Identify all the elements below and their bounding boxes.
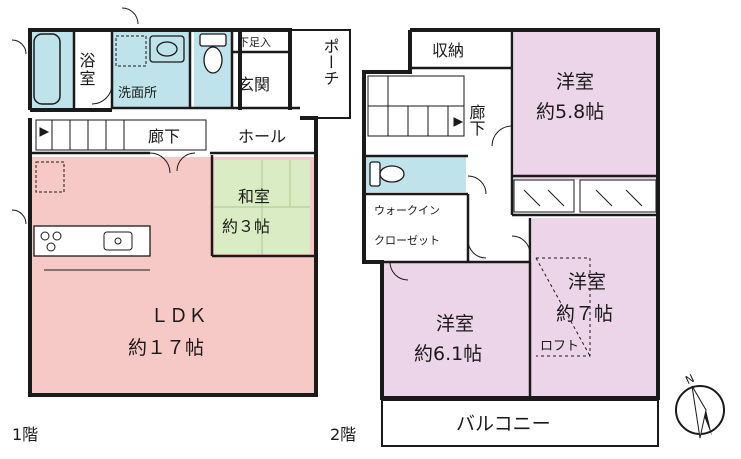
storage-label: 収納 <box>432 41 464 60</box>
floor2-inner-walls <box>364 30 658 398</box>
closet-doors <box>513 179 657 213</box>
hall-label: ホール <box>238 127 286 146</box>
western-a-fill <box>514 30 658 180</box>
western-b-fill <box>384 262 532 397</box>
kitchen-counter <box>33 225 151 271</box>
floor-2: 収納 廊下 洋室 約5.8帖 ウォークイン クローゼット 洋室 約6.1帖 洋室… <box>330 28 660 447</box>
porch <box>290 29 351 119</box>
western-a-name-label: 洋室 <box>556 71 594 93</box>
loft-outline <box>535 257 591 357</box>
compass-north-icon: N <box>675 372 725 439</box>
walkin-line1-label: ウォークイン <box>374 204 440 217</box>
loft-label: ロフト <box>540 339 579 354</box>
doors-1f <box>11 7 196 225</box>
balcony-outline <box>381 399 659 447</box>
bath-label: 浴室 <box>77 52 96 88</box>
stairs-2f <box>367 75 465 137</box>
doors-2f <box>389 125 531 281</box>
western-a-size-label: 約5.8帖 <box>536 101 604 123</box>
western-b-name-label: 洋室 <box>436 313 474 335</box>
tatami-lines <box>214 160 310 254</box>
western-c-size-label: 約７帖 <box>556 303 613 325</box>
washroom-label: 洗面所 <box>118 86 157 101</box>
ldk-size-label: 約１７帖 <box>128 337 204 359</box>
compass-north-label: N <box>683 372 696 387</box>
western-b-size-label: 約6.1帖 <box>414 343 482 365</box>
corridor-1f-label: 廊下 <box>148 127 180 146</box>
floor1-inner-walls <box>30 30 316 258</box>
ldk-name-label: ＬＤＫ <box>150 305 207 327</box>
fridge-space <box>35 161 65 193</box>
porch-label: ポーチ <box>321 38 340 86</box>
bathtub-icon <box>33 33 61 105</box>
western-c-name-label: 洋室 <box>568 271 606 293</box>
corridor-2f-label: 廊下 <box>467 104 486 136</box>
walkin-line2-label: クローゼット <box>374 234 440 247</box>
washitsu-name-label: 和室 <box>238 187 270 206</box>
floor1-level-label: 1階 <box>12 425 38 444</box>
washitsu-size-label: 約３帖 <box>222 217 270 236</box>
balcony-label: バルコニー <box>456 413 551 435</box>
washroom-fill <box>112 30 190 108</box>
stairs-1f <box>35 119 207 151</box>
entrance-label: 玄関 <box>238 75 270 94</box>
washbasin-icon <box>149 35 185 63</box>
shoe-storage-label: 下足入 <box>238 36 271 49</box>
floor2-level-label: 2階 <box>330 425 356 444</box>
toilet-2f-icon <box>369 161 405 187</box>
western-c-fill <box>532 218 658 398</box>
washer-icon <box>115 35 147 67</box>
sink-icon <box>103 231 133 251</box>
stove-icon <box>40 231 62 252</box>
toilet-icon <box>199 33 227 74</box>
floor-1: 浴室 洗面所 下足入 玄関 ポーチ 廊下 ホール 和室 約３帖 ＬＤＫ 約１７帖… <box>11 7 351 444</box>
